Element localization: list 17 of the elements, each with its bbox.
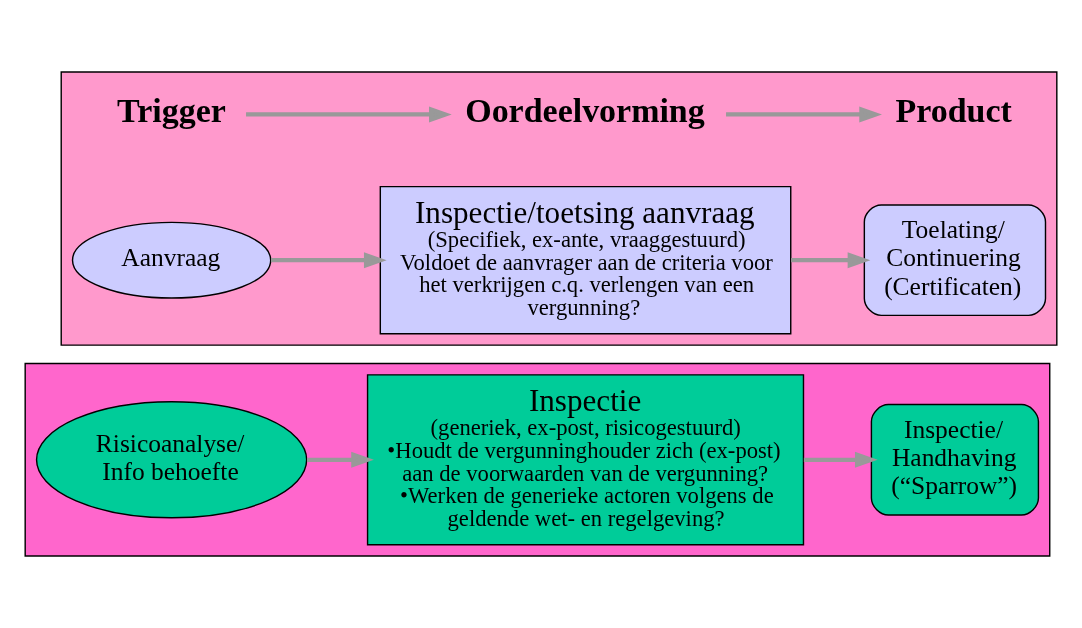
node-box: Inspectie/ Handhaving (“Sparrow”)	[870, 403, 1040, 516]
node-text: Oordeelvorming	[465, 91, 705, 129]
cluster	[60, 71, 1058, 346]
arrow	[803, 451, 878, 468]
node-box: Toelating/ Continuering (Certificaten)	[863, 204, 1047, 317]
node-ellipse: Aanvraag	[71, 221, 272, 299]
cluster	[24, 362, 1051, 557]
node-text: Trigger	[117, 91, 226, 129]
arrow	[791, 252, 871, 269]
node-ellipse: Risicoanalyse/ Info behoefte	[35, 401, 308, 519]
arrow	[726, 106, 882, 123]
arrow	[246, 106, 452, 123]
arrow	[307, 451, 374, 468]
node-text: Product	[895, 91, 1012, 129]
arrow	[270, 252, 387, 269]
node-box: Inspectie (generiek, ex-post, risicogestuurd) •Houdt de vergunninghouder zich (ex-post) aan de voorwaarden van de vergunning? •Werken de generieke actoren volgens de geldende wet- en regelgeving?	[366, 374, 805, 546]
node-box: Inspectie/toetsing aanvraag (Specifiek, ex-ante, vraaggestuurd) Voldoet de aanvrager aan de criteria voor het verkrijgen c.q. verlengen van een vergunning?	[379, 185, 792, 335]
